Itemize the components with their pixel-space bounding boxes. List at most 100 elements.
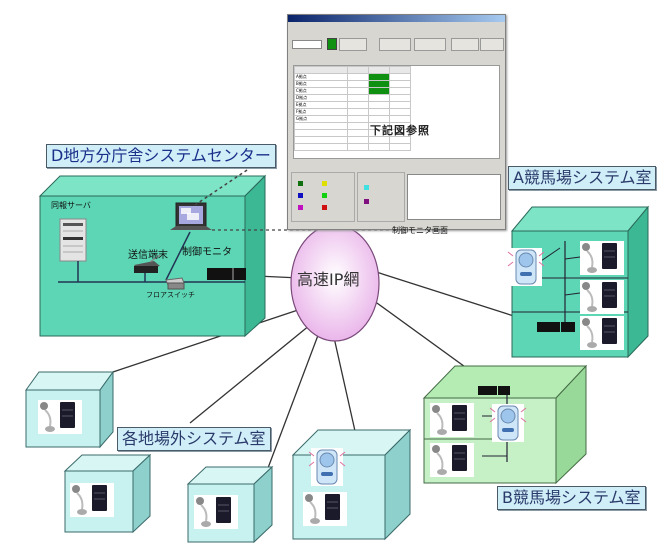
siteB-router-icon xyxy=(478,386,510,395)
alert-speaker-icon xyxy=(489,404,527,442)
table-row: B拠点 xyxy=(294,80,411,88)
table-cell xyxy=(389,94,411,102)
terminal-units xyxy=(38,241,624,529)
table-cell xyxy=(368,101,390,109)
date-field xyxy=(292,40,322,49)
legend-swatch xyxy=(364,199,369,204)
legend-swatch xyxy=(298,193,303,198)
alert-speaker-icon xyxy=(308,448,346,486)
console-icon xyxy=(452,445,467,471)
table-cell: D拠点 xyxy=(294,94,348,102)
link-offsite-1 xyxy=(112,309,299,373)
center-room xyxy=(38,174,267,338)
server-label: 同報サーバ xyxy=(51,201,91,210)
table-cell xyxy=(389,80,411,88)
table-header-cell xyxy=(368,66,390,74)
table-row: D拠点 xyxy=(294,94,411,102)
terminal-unit xyxy=(38,400,82,434)
monitor-screen-label: 制御モニタ画面 xyxy=(392,226,448,235)
microphone-icon xyxy=(72,485,80,493)
network-links xyxy=(112,269,521,469)
terminal-unit xyxy=(580,280,624,314)
microphone-icon xyxy=(196,497,204,505)
microphone-icon xyxy=(40,402,48,410)
toolbar-button-5 xyxy=(480,38,504,51)
table-cell: B拠点 xyxy=(294,80,348,88)
console-icon xyxy=(602,282,617,308)
table-cell xyxy=(368,87,390,95)
table-cell xyxy=(294,136,348,144)
table-cell xyxy=(368,94,390,102)
table-cell xyxy=(347,94,369,102)
console-icon xyxy=(325,494,340,520)
laptop-monitor-icon xyxy=(170,202,212,230)
status-indicator xyxy=(327,38,337,50)
toolbar-button-2 xyxy=(379,38,411,51)
table-row: A拠点 xyxy=(294,73,411,81)
console-icon xyxy=(60,402,75,428)
alert-speakers xyxy=(308,248,545,486)
table-cell xyxy=(347,115,369,123)
window-menubar xyxy=(288,22,505,28)
link-offsite-4 xyxy=(332,332,356,432)
table-cell xyxy=(368,73,390,81)
console-icon xyxy=(452,405,467,431)
link-siteA xyxy=(369,269,521,319)
terminal-unit xyxy=(580,316,624,350)
table-header-cell xyxy=(389,66,411,74)
toolbar-button-1 xyxy=(339,38,367,51)
table-cell: G拠点 xyxy=(294,115,348,123)
terminal-unit xyxy=(430,443,474,477)
table-row: E拠点 xyxy=(294,101,411,109)
legend-swatch xyxy=(322,181,327,186)
legend-swatch xyxy=(364,185,369,190)
terminal-unit xyxy=(580,241,624,275)
console-icon xyxy=(92,485,107,511)
legend-swatch xyxy=(322,193,327,198)
terminal-unit xyxy=(70,483,114,517)
table-cell xyxy=(347,143,369,151)
terminal-unit xyxy=(194,495,238,529)
table-cell: F拠点 xyxy=(294,108,348,116)
terminal-unit xyxy=(303,492,347,526)
alert-speaker-icon xyxy=(507,248,545,286)
legend-swatch xyxy=(322,205,327,210)
siteA-label: A競馬場システム室 xyxy=(508,166,657,190)
table-header-cell xyxy=(347,66,369,74)
router-icon xyxy=(207,268,246,280)
microphone-icon xyxy=(582,243,590,251)
log-panel xyxy=(407,174,501,220)
link-offsite-2 xyxy=(189,324,311,424)
center-label: D地方分庁舎システムセンター xyxy=(46,144,276,168)
microphone-icon xyxy=(582,282,590,290)
microphone-icon xyxy=(432,445,440,453)
table-cell xyxy=(389,108,411,116)
table-cell xyxy=(347,122,369,130)
siteA-router-icon xyxy=(537,322,575,332)
table-cell xyxy=(347,129,369,137)
table-cell xyxy=(389,101,411,109)
microphone-icon xyxy=(432,405,440,413)
table-header-cell xyxy=(294,66,348,74)
table-cell xyxy=(389,143,411,151)
window-titlebar xyxy=(288,15,505,22)
table-cell xyxy=(347,101,369,109)
table-cell xyxy=(347,87,369,95)
monitor-label: 制御モニタ xyxy=(182,247,232,258)
table-cell xyxy=(347,108,369,116)
table-cell xyxy=(347,80,369,88)
siteB-label: B競馬場システム室 xyxy=(497,486,646,510)
table-cell xyxy=(294,143,348,151)
table-row: C拠点 xyxy=(294,87,411,95)
table-cell xyxy=(368,80,390,88)
server-icon xyxy=(59,218,87,262)
console-icon xyxy=(216,497,231,523)
microphone-icon xyxy=(305,494,313,502)
console-icon xyxy=(602,318,617,344)
link-offsite-3 xyxy=(267,329,321,469)
terminal-unit xyxy=(430,403,474,437)
table-cell xyxy=(347,136,369,144)
